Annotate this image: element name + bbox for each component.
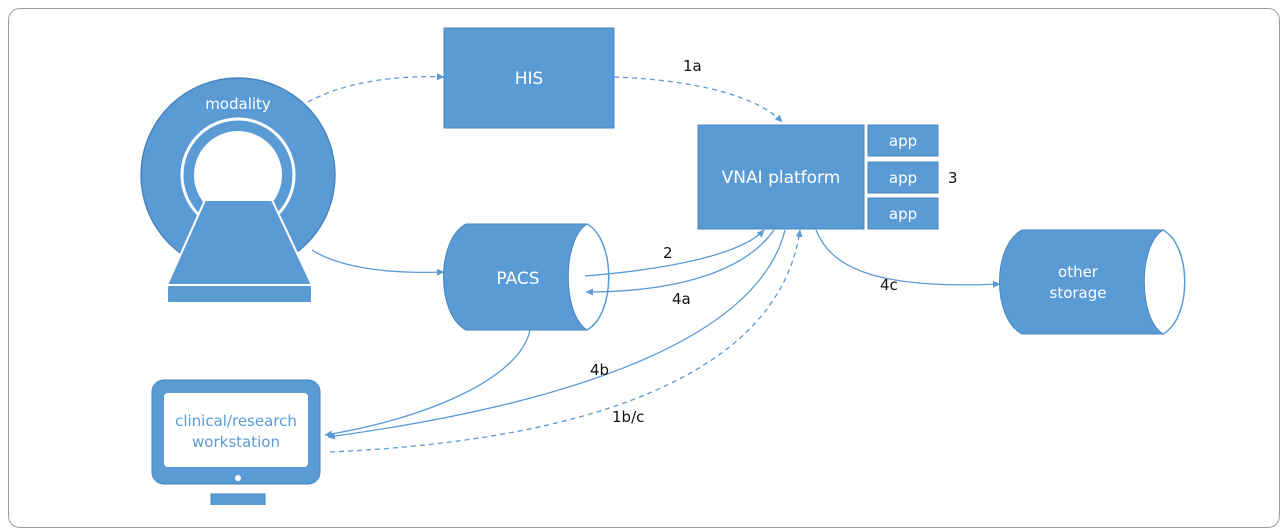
app-label-3: app <box>889 205 917 223</box>
workstation-label-line1: clinical/research <box>175 412 297 430</box>
edge-label-3: 3 <box>948 169 958 187</box>
edge-pacs-vnai <box>584 229 765 277</box>
workstation-label-line2: workstation <box>192 433 280 451</box>
pacs-label: PACS <box>496 269 539 289</box>
edge-his-vnai <box>613 76 783 123</box>
pacs-storage: PACS <box>443 223 610 331</box>
edge-label-1a: 1a <box>683 57 702 75</box>
other-storage-label-line1: other <box>1058 263 1099 281</box>
his-node: HIS <box>443 27 615 129</box>
workstation-monitor: clinical/research workstation <box>151 379 321 505</box>
app-label-2: app <box>889 169 917 187</box>
modality-scanner: modality <box>140 77 336 304</box>
flow-diagram: modality HIS VNAI platform app app app P… <box>140 27 1186 505</box>
edge-workstation-vnai <box>329 229 803 453</box>
edge-label-2: 2 <box>663 244 673 262</box>
edge-pacs-workstation <box>324 329 531 438</box>
edge-label-4c: 4c <box>880 276 898 294</box>
edge-vnai-otherstorage <box>815 229 1001 288</box>
diagram-canvas: modality HIS VNAI platform app app app P… <box>8 8 1280 528</box>
edge-label-4a: 4a <box>672 290 691 308</box>
edge-modality-pacs <box>311 249 445 276</box>
other-storage: other storage <box>999 229 1186 335</box>
edge-vnai-pacs <box>585 229 775 296</box>
his-label: HIS <box>515 69 544 89</box>
edge-label-4b: 4b <box>590 361 609 379</box>
other-storage-label-line2: storage <box>1050 284 1107 302</box>
vnai-platform-node: VNAI platform <box>697 124 865 230</box>
app-label-1: app <box>889 132 917 150</box>
modality-label: modality <box>205 95 271 113</box>
edge-label-1bc: 1b/c <box>612 408 644 426</box>
edge-vnai-workstation <box>327 229 786 440</box>
edge-modality-his <box>307 73 445 103</box>
app-stack: app app app <box>867 124 939 230</box>
vnai-platform-label: VNAI platform <box>722 168 841 188</box>
